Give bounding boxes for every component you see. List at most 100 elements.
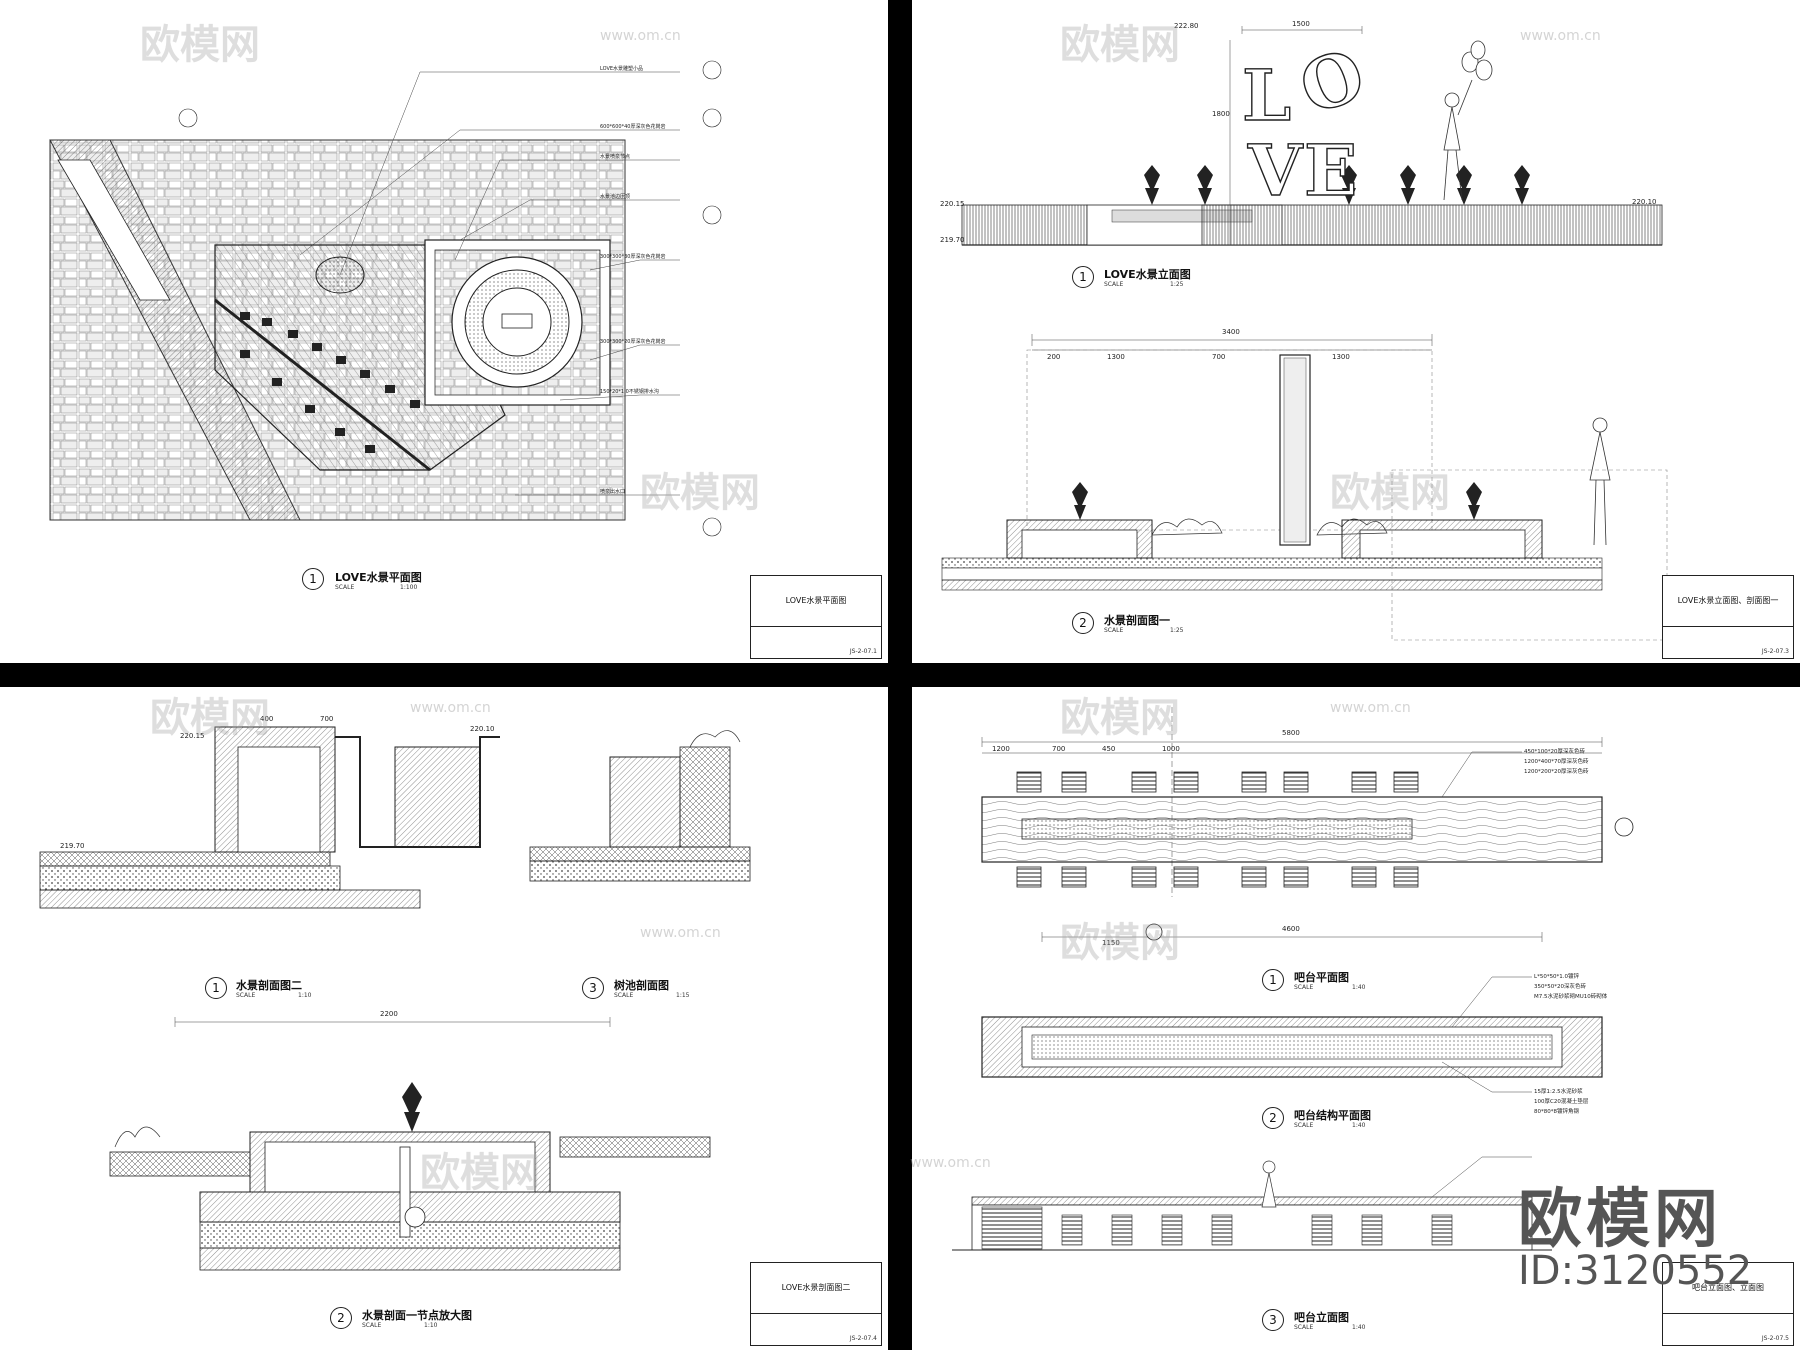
title-block-code: JS-2-07.1 — [849, 648, 877, 655]
dim-1200: 1200 — [992, 745, 1010, 753]
dim-400: 400 — [260, 715, 274, 723]
note: M7.5水泥砂浆砌MU10砖砌体 — [1534, 994, 1608, 1000]
note: 100厚C20混凝土垫层 — [1534, 1099, 1589, 1105]
scale-label: SCALE — [1104, 627, 1124, 634]
elev-220-15: 220.15 — [180, 732, 205, 740]
title-block: 吧台立面图、立面图 JS-2-07.5 — [1662, 1262, 1794, 1346]
caption-node-enlarged: 水景剖面一节点放大图 — [362, 1309, 472, 1322]
title-block: LOVE水景立面图、剖面图一 JS-2-07.3 — [1662, 575, 1794, 659]
sheet-sections: 400 700 2200 220.15 219.70 220.10 1 水景剖面… — [0, 687, 888, 1350]
svg-text:LOVE水景雕塑小品: LOVE水景雕塑小品 — [600, 65, 643, 72]
letter-l: L — [1242, 54, 1291, 137]
svg-text:150*20*1.0不锈钢排水沟: 150*20*1.0不锈钢排水沟 — [600, 388, 659, 395]
sheet-love-plan: LOVE水景雕塑小品 600*600*40厚深灰色花岗岩 水景喷泉节点水景池边压顶… — [0, 0, 888, 663]
elev-219-70: 219.70 — [60, 842, 85, 850]
scale-label: SCALE — [236, 992, 256, 999]
corner-logo: 欧模网 — [1518, 1183, 1722, 1257]
caption-number: 3 — [1262, 1309, 1284, 1331]
dim-700: 700 — [320, 715, 334, 723]
corner-id: ID:3120552 — [1518, 1248, 1753, 1294]
scale-value: 1:15 — [676, 992, 690, 999]
love-plan-drawing: LOVE水景雕塑小品 600*600*40厚深灰色花岗岩 水景喷泉节点水景池边压顶… — [49, 60, 722, 537]
dim-1000: 1000 — [1162, 745, 1180, 753]
letter-v: V — [1247, 129, 1304, 212]
title-block-name: LOVE水景剖面图二 — [751, 1263, 881, 1314]
caption-bar-plan: 吧台平面图 — [1294, 971, 1349, 984]
caption-number: 2 — [330, 1307, 352, 1329]
caption-section-1: 水景剖面图一 — [1104, 614, 1170, 627]
title-block-name: LOVE水景平面图 — [751, 576, 881, 627]
sheet-bar-counter: 5800 4600 1200 700 450 1000 1150 450*100… — [912, 687, 1800, 1350]
caption-number: 1 — [302, 568, 324, 590]
scale-label: SCALE — [1294, 1324, 1314, 1331]
caption-love-elevation: LOVE水景立面图 — [1104, 268, 1191, 281]
caption-tree-pit: 树池剖面图 — [614, 979, 669, 992]
scale-value: 1:10 — [298, 992, 312, 999]
scale-value: 1:40 — [1352, 1324, 1366, 1331]
scale-label: SCALE — [1294, 984, 1314, 991]
title-block-name: LOVE水景立面图、剖面图一 — [1663, 576, 1793, 627]
letter-o: O — [1289, 32, 1375, 131]
dim-200: 200 — [1047, 353, 1061, 361]
scale-value: 1:25 — [1170, 627, 1184, 634]
dim-3400: 3400 — [1222, 328, 1240, 336]
scale-value: 1:10 — [424, 1322, 438, 1329]
caption-number: 1 — [1072, 266, 1094, 288]
dim-1500: 1500 — [1292, 20, 1310, 28]
dim-700: 700 — [1052, 745, 1066, 753]
love-elevation-drawing: L O V E — [941, 26, 1668, 641]
scale-value: 1:25 — [1170, 281, 1184, 288]
elev-220-10: 220.10 — [470, 725, 495, 733]
scale-label: SCALE — [335, 584, 355, 591]
title-block: LOVE水景剖面图二 JS-2-07.4 — [750, 1262, 882, 1346]
caption-section-2: 水景剖面图二 — [236, 979, 302, 992]
dim-2200: 2200 — [380, 1010, 398, 1018]
title-block-code: JS-2-07.5 — [1761, 1335, 1789, 1342]
sheet-love-elevation: L O V E — [912, 0, 1800, 663]
caption-number: 2 — [1262, 1107, 1284, 1129]
title-block-name: 吧台立面图、立面图 — [1663, 1263, 1793, 1314]
title-block: LOVE水景平面图 JS-2-07.1 — [750, 575, 882, 659]
scale-value: 1:100 — [400, 584, 418, 591]
love-sculpture: L O V E — [1241, 31, 1375, 212]
dim-700: 700 — [1212, 353, 1226, 361]
bar-counter-drawing — [952, 707, 1634, 1251]
svg-text:600*600*40厚深灰色花岗岩: 600*600*40厚深灰色花岗岩 — [600, 123, 665, 130]
elev-220-15: 220.15 — [940, 200, 965, 208]
dim-1800: 1800 — [1212, 110, 1230, 118]
caption-number: 1 — [1262, 969, 1284, 991]
svg-text:300*300*20厚深灰色花岗岩: 300*300*20厚深灰色花岗岩 — [600, 338, 665, 345]
scale-label: SCALE — [614, 992, 634, 999]
scale-value: 1:40 — [1352, 1122, 1366, 1129]
dim-450: 450 — [1102, 745, 1116, 753]
svg-text:喷泉出水口: 喷泉出水口 — [600, 488, 625, 495]
dim-1300a: 1300 — [1107, 353, 1125, 361]
elev-220-10: 220.10 — [1632, 198, 1657, 206]
dim-1300b: 1300 — [1332, 353, 1350, 361]
scale-label: SCALE — [1294, 1122, 1314, 1129]
note: 1200*400*70厚深灰色砖 — [1524, 759, 1589, 765]
title-block-code: JS-2-07.3 — [1761, 648, 1789, 655]
scale-label: SCALE — [1104, 281, 1124, 288]
title-block-code: JS-2-07.4 — [849, 1335, 877, 1342]
note: 350*50*20深灰色砖 — [1534, 984, 1586, 990]
svg-text:水景喷泉节点: 水景喷泉节点 — [600, 153, 630, 160]
note: L*50*50*1.0镀锌 — [1534, 974, 1580, 980]
elev-219-70: 219.70 — [940, 236, 965, 244]
caption-number: 3 — [582, 977, 604, 999]
note: 450*100*20厚深灰色砖 — [1524, 749, 1585, 755]
elev-222-80: 222.80 — [1174, 22, 1199, 30]
caption-love-plan: LOVE水景平面图 — [335, 571, 422, 584]
scale-value: 1:40 — [1352, 984, 1366, 991]
sections-drawing — [39, 726, 751, 1271]
letter-e: E — [1304, 129, 1357, 212]
note: 1200*200*20厚深灰色砖 — [1524, 769, 1589, 775]
svg-text:300*300*30厚深灰色花岗岩: 300*300*30厚深灰色花岗岩 — [600, 253, 665, 260]
caption-number: 2 — [1072, 612, 1094, 634]
caption-bar-elevation: 吧台立面图 — [1294, 1311, 1349, 1324]
svg-text:水景池边压顶: 水景池边压顶 — [600, 193, 630, 200]
dim-5800: 5800 — [1282, 729, 1300, 737]
caption-bar-structure: 吧台结构平面图 — [1294, 1109, 1371, 1122]
dim-1150: 1150 — [1102, 939, 1120, 947]
note: 80*80*8镀锌角钢 — [1534, 1109, 1579, 1115]
